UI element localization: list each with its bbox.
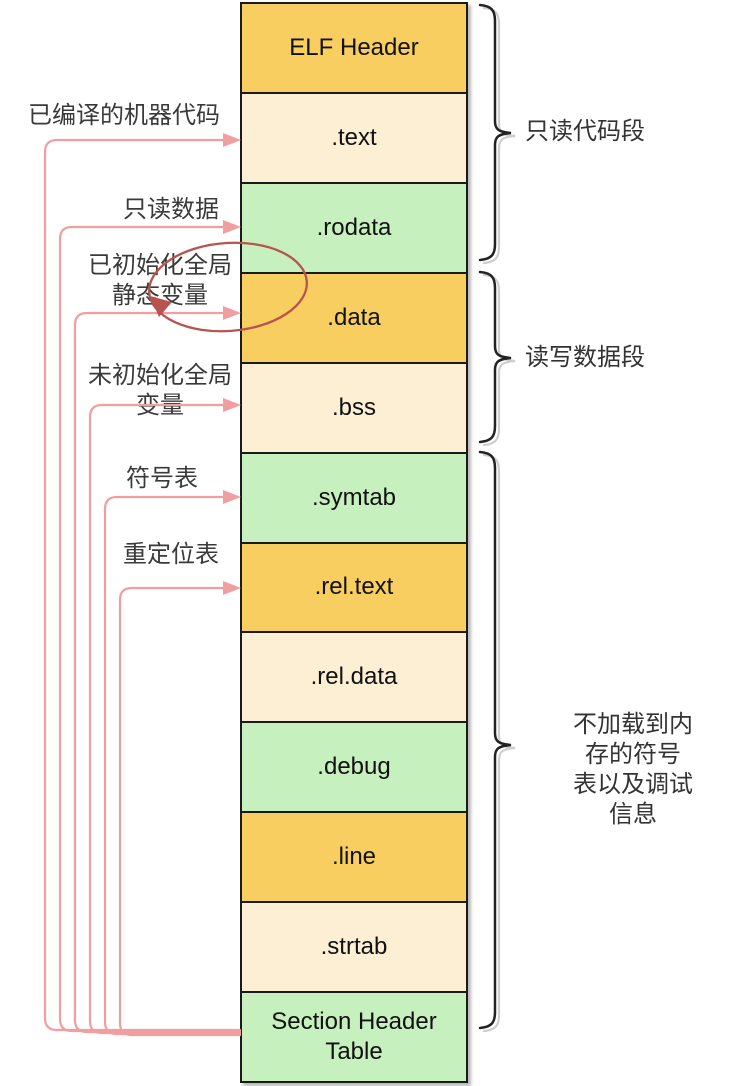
section-label: .rodata — [316, 213, 392, 241]
section-label: .symtab — [311, 483, 397, 511]
section-row-elf-header: ELF Header — [242, 4, 466, 94]
section-label: .line — [331, 843, 377, 871]
section-label: .rel.text — [314, 573, 394, 601]
connector-rodata — [58, 220, 242, 1033]
section-label: .debug — [317, 753, 391, 781]
annotation-symbol-table: 符号表 — [126, 465, 198, 492]
annotation-relocation-table: 重定位表 — [123, 541, 219, 568]
arrowhead-rel-text — [223, 581, 241, 595]
connector-symtab — [103, 490, 242, 1036]
arrowhead-text — [223, 133, 241, 147]
section-row-section-header-table: Section Header Table — [242, 993, 466, 1082]
section-row-symtab: .symtab — [242, 453, 466, 544]
section-row-rodata: .rodata — [242, 183, 466, 274]
annotation-not-loaded-debug-info: 不加载到内存的符号 表以及调试信息 — [573, 711, 693, 828]
section-label: Section Header Table — [271, 1008, 437, 1066]
connector-rel-text — [118, 581, 242, 1037]
section-row-text: .text — [242, 93, 466, 184]
section-row-debug: .debug — [242, 723, 466, 814]
section-label: .text — [331, 123, 377, 151]
section-row-data: .data — [242, 273, 466, 364]
annotation-initialized-globals: 已初始化全局 静态变量 — [88, 252, 232, 309]
annotation-uninitialized-globals: 未初始化全局 变量 — [88, 362, 232, 419]
section-row-rel-text: .rel.text — [242, 543, 466, 634]
annotation-compiled-machine-code: 已编译的机器代码 — [28, 102, 220, 129]
brace-not-loaded-segment — [478, 450, 516, 1033]
arrowhead-rodata — [223, 220, 241, 234]
section-row-strtab: .strtab — [242, 903, 466, 994]
annotation-read-only-data: 只读数据 — [123, 196, 219, 223]
brace-read-only-code-segment — [478, 3, 516, 265]
section-label: .data — [327, 303, 381, 331]
annotation-read-write-data-segment: 读写数据段 — [525, 344, 645, 371]
section-label: .bss — [331, 393, 376, 421]
arrowhead-symtab — [223, 490, 241, 504]
section-row-rel-data: .rel.data — [242, 633, 466, 724]
section-row-bss: .bss — [242, 363, 466, 454]
section-label: ELF Header — [289, 33, 419, 61]
section-label: .strtab — [320, 933, 388, 961]
annotation-read-only-code-segment: 只读代码段 — [525, 118, 645, 145]
section-row-line: .line — [242, 813, 466, 904]
elf-file-stack: ELF Header .text .rodata .data .bss .sym… — [240, 2, 468, 1083]
section-label: .rel.data — [310, 663, 398, 691]
brace-read-write-data-segment — [478, 270, 516, 447]
